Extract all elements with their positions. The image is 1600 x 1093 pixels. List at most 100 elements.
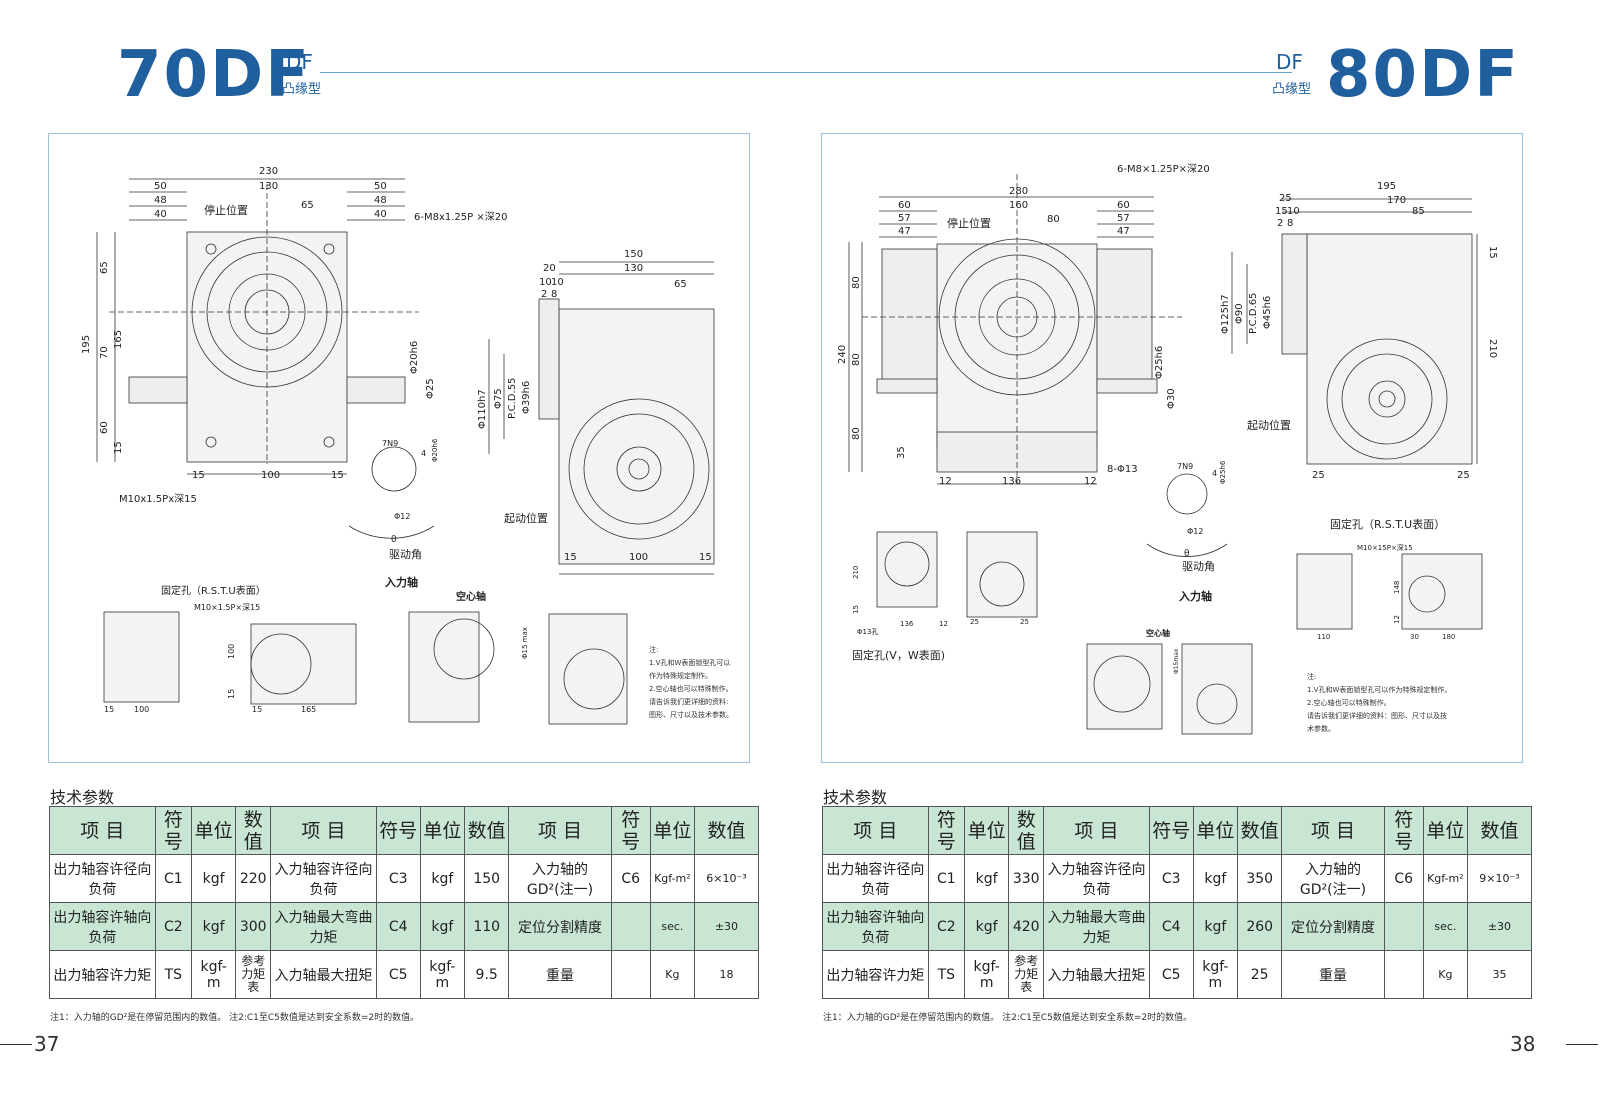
svg-text:Φ30: Φ30 xyxy=(1166,388,1177,409)
svg-text:150: 150 xyxy=(624,249,643,260)
svg-text:195: 195 xyxy=(1377,181,1396,192)
svg-text:θ: θ xyxy=(391,535,397,545)
svg-text:6-M8×1.25P×深20: 6-M8×1.25P×深20 xyxy=(1117,163,1210,175)
svg-text:15: 15 xyxy=(699,552,712,563)
svg-text:1.V孔和W表面锁型孔可以: 1.V孔和W表面锁型孔可以 xyxy=(649,658,730,667)
svg-text:15: 15 xyxy=(1487,246,1498,259)
svg-text:280: 280 xyxy=(1009,186,1028,197)
svg-text:Φ15max: Φ15max xyxy=(1173,648,1180,674)
svg-text:130: 130 xyxy=(259,181,278,192)
svg-text:Φ25h6: Φ25h6 xyxy=(1154,346,1165,379)
svg-text:65: 65 xyxy=(99,261,110,274)
svg-text:15: 15 xyxy=(104,705,114,714)
svg-text:240: 240 xyxy=(837,345,848,364)
svg-text:57: 57 xyxy=(898,213,911,224)
svg-text:M10×15P×深15: M10×15P×深15 xyxy=(1357,543,1413,552)
svg-text:4: 4 xyxy=(421,449,426,458)
svg-text:2: 2 xyxy=(541,289,547,300)
svg-text:40: 40 xyxy=(154,209,167,220)
type-label: 凸缘型 xyxy=(282,82,322,97)
svg-text:25: 25 xyxy=(1457,470,1470,481)
svg-text:15: 15 xyxy=(192,470,205,481)
svg-text:15: 15 xyxy=(252,705,262,714)
svg-text:术参数。: 术参数。 xyxy=(1307,724,1335,733)
svg-text:85: 85 xyxy=(1412,206,1425,217)
title-rule xyxy=(320,72,800,73)
section-title: 技术参数 xyxy=(823,788,888,807)
svg-text:15: 15 xyxy=(852,605,860,614)
spec-table: 项 目 符号 单位 数值 项 目 符号 单位 数值 项 目 符号 单位 数值 出… xyxy=(822,806,1533,999)
svg-text:20: 20 xyxy=(543,263,556,274)
svg-text:12: 12 xyxy=(939,476,952,487)
spec-table: 项 目 符号 单位 数值 项 目 符号 单位 数值 项 目 符号 单位 数值 出… xyxy=(49,806,760,999)
df-label: DF xyxy=(286,50,313,74)
svg-text:2.空心轴也可以特殊制作。: 2.空心轴也可以特殊制作。 xyxy=(649,684,733,693)
model-title: 80DF xyxy=(1326,38,1520,112)
svg-text:注:: 注: xyxy=(649,645,658,654)
svg-text:165: 165 xyxy=(113,330,124,349)
svg-text:空心轴: 空心轴 xyxy=(1146,628,1170,638)
svg-text:Φ39h6: Φ39h6 xyxy=(521,381,532,414)
table-header-row: 项 目 符号 单位 数值 项 目 符号 单位 数值 项 目 符号 单位 数值 xyxy=(49,806,760,855)
svg-text:48: 48 xyxy=(374,195,387,206)
svg-text:170: 170 xyxy=(1387,195,1406,206)
svg-text:起动位置: 起动位置 xyxy=(1247,418,1291,432)
svg-text:25: 25 xyxy=(970,618,979,626)
svg-text:230: 230 xyxy=(259,166,278,177)
page-number: 38 xyxy=(1510,1032,1536,1056)
svg-text:10: 10 xyxy=(1287,206,1300,217)
svg-text:注:: 注: xyxy=(1307,672,1316,681)
svg-text:70: 70 xyxy=(99,346,110,359)
svg-text:136: 136 xyxy=(900,620,914,628)
svg-text:25: 25 xyxy=(1279,193,1292,204)
svg-text:15: 15 xyxy=(331,470,344,481)
svg-text:80: 80 xyxy=(851,276,862,289)
svg-text:Φ75: Φ75 xyxy=(493,388,504,409)
svg-text:136: 136 xyxy=(1002,476,1021,487)
svg-text:12: 12 xyxy=(1393,615,1401,624)
svg-text:空心轴: 空心轴 xyxy=(456,590,486,603)
svg-text:15: 15 xyxy=(227,689,236,699)
svg-text:8: 8 xyxy=(551,289,557,300)
svg-text:148: 148 xyxy=(1393,581,1401,594)
svg-text:入力轴: 入力轴 xyxy=(385,575,418,589)
svg-text:起动位置: 起动位置 xyxy=(504,511,548,525)
svg-text:P.C.D.65: P.C.D.65 xyxy=(1248,293,1259,334)
svg-text:80: 80 xyxy=(851,427,862,440)
svg-text:130: 130 xyxy=(624,263,643,274)
svg-text:57: 57 xyxy=(1117,213,1130,224)
svg-text:驱动角: 驱动角 xyxy=(389,548,422,561)
svg-text:图形、尺寸以及技术参数。: 图形、尺寸以及技术参数。 xyxy=(649,710,733,719)
svg-text:2: 2 xyxy=(1277,218,1283,229)
svg-text:100: 100 xyxy=(227,644,236,659)
svg-text:10: 10 xyxy=(551,277,564,288)
svg-text:固定孔（R.S.T.U表面）: 固定孔（R.S.T.U表面） xyxy=(161,584,266,597)
section-title: 技术参数 xyxy=(50,788,115,807)
housing-side xyxy=(558,308,715,565)
svg-text:Φ125h7: Φ125h7 xyxy=(1220,294,1231,334)
svg-text:6-M8x1.25P ×深20: 6-M8x1.25P ×深20 xyxy=(414,211,507,223)
svg-text:60: 60 xyxy=(898,200,911,211)
svg-text:7N9: 7N9 xyxy=(382,439,398,448)
svg-text:4: 4 xyxy=(1212,469,1217,478)
drawing-labels: 230 50 130 50 48 48 40 40 65 停止位置 6-M8x1… xyxy=(81,166,712,714)
svg-text:160: 160 xyxy=(1009,200,1028,211)
svg-text:65: 65 xyxy=(674,279,687,290)
svg-text:100: 100 xyxy=(261,470,280,481)
svg-text:M10x1.5Px深15: M10x1.5Px深15 xyxy=(119,493,197,505)
footnote: 注1：入力轴的GD²是在停留范围内的数值。 注2:C1至C5数值是达到安全系数=… xyxy=(50,1013,420,1023)
technical-drawing: 6-M8×1.25P×深20 280 60 160 60 57 57 47 47… xyxy=(821,133,1523,763)
svg-text:作为特殊规定制作。: 作为特殊规定制作。 xyxy=(649,671,712,680)
right-page: DF 凸缘型 80DF xyxy=(800,0,1600,1093)
svg-text:Φ15 max: Φ15 max xyxy=(521,627,529,659)
svg-text:40: 40 xyxy=(374,209,387,220)
svg-text:60: 60 xyxy=(99,421,110,434)
svg-text:100: 100 xyxy=(629,552,648,563)
svg-text:固定孔(V，W表面): 固定孔(V，W表面) xyxy=(852,648,945,662)
svg-text:7N9: 7N9 xyxy=(1177,462,1193,471)
svg-text:Φ110h7: Φ110h7 xyxy=(477,389,488,429)
df-label: DF xyxy=(1276,50,1303,74)
